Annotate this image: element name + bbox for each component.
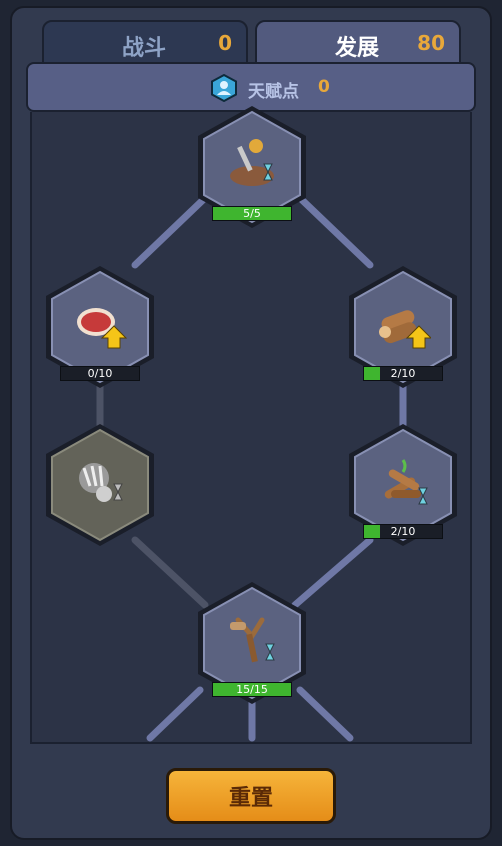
progress-text: 5/5: [243, 207, 261, 220]
link-top-left: [131, 194, 209, 269]
talent-points-label: 天赋点: [248, 82, 299, 102]
progress-fill: [213, 683, 291, 696]
progress-bar: 5/5: [212, 206, 292, 221]
reset-button[interactable]: 重置: [166, 768, 336, 824]
progress-text: 2/10: [390, 525, 416, 538]
talent-node-top[interactable]: 5/5: [192, 102, 312, 232]
link-left-bottom: [131, 536, 209, 609]
link-bottom-right: [296, 686, 354, 742]
talent-points-value: 0: [318, 77, 330, 97]
progress-bar: 15/15: [212, 682, 292, 697]
bear-claw-icon: [79, 463, 123, 502]
tab-development[interactable]: 发展 80: [255, 20, 461, 66]
talent-node-wood[interactable]: 2/10: [343, 262, 463, 392]
progress-bar: 0/10: [60, 366, 140, 381]
talent-node-firewood[interactable]: 2/10: [343, 420, 463, 550]
progress-bar: 2/10: [363, 366, 443, 381]
meat-upgrade-icon: [77, 308, 128, 349]
progress-text: 15/15: [236, 683, 268, 696]
tab-development-label: 发展: [335, 36, 380, 61]
talent-node-slingshot[interactable]: 15/15: [192, 578, 312, 708]
tab-development-value: 80: [417, 31, 445, 55]
link-right-bottom: [291, 536, 374, 609]
slingshot-icon: [230, 617, 275, 663]
axe-crafting-icon: [230, 139, 274, 186]
talent-node-meat[interactable]: 0/10: [40, 262, 160, 392]
progress-text: 2/10: [390, 367, 416, 380]
tab-combat-label: 战斗: [122, 36, 167, 61]
progress-text: 0/10: [87, 367, 113, 380]
link-bottom-left: [146, 686, 204, 742]
talent-node-claw[interactable]: [40, 420, 160, 550]
tab-combat-value: 0: [218, 31, 232, 55]
firewood-icon: [384, 459, 428, 505]
wood-upgrade-icon: [379, 310, 431, 349]
progress-fill: [364, 367, 380, 380]
link-top-right: [296, 194, 374, 269]
talent-header: 天赋点 0: [26, 62, 476, 112]
talent-point-icon: [211, 74, 237, 102]
progress-bar: 2/10: [363, 524, 443, 539]
progress-fill: [213, 207, 291, 220]
tab-combat[interactable]: 战斗 0: [42, 20, 248, 66]
progress-fill: [364, 525, 380, 538]
